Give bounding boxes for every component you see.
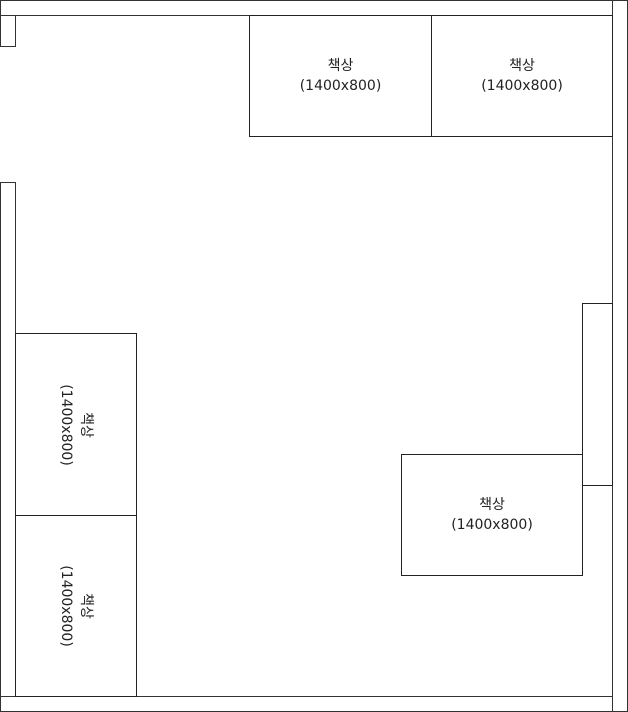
- desk-left-1: 책상(1400x800): [15, 333, 137, 516]
- desk-size: (1400x800): [299, 78, 382, 94]
- desk-size: (1400x800): [58, 383, 74, 466]
- desk-label: 책상: [479, 497, 505, 513]
- side-cabinet: [582, 303, 613, 486]
- desk-size: (1400x800): [481, 78, 563, 94]
- desk-top-2: 책상 (1400x800): [431, 15, 613, 137]
- desk-right: 책상 (1400x800): [401, 454, 583, 576]
- desk-label: 책상: [327, 58, 354, 74]
- desk-left-2: 책상(1400x800): [15, 515, 137, 697]
- bottom-wall: [0, 696, 613, 712]
- desk-top-1: 책상 (1400x800): [249, 15, 432, 137]
- right-wall: [612, 0, 628, 712]
- desk-label: 책상: [78, 593, 94, 619]
- desk-size: (1400x800): [58, 565, 74, 647]
- left-wall-upper: [0, 15, 16, 47]
- desk-label: 책상: [78, 411, 94, 438]
- desk-label: 책상: [509, 58, 535, 74]
- left-wall-lower: [0, 182, 16, 697]
- top-wall: [0, 0, 614, 16]
- desk-size: (1400x800): [451, 517, 533, 533]
